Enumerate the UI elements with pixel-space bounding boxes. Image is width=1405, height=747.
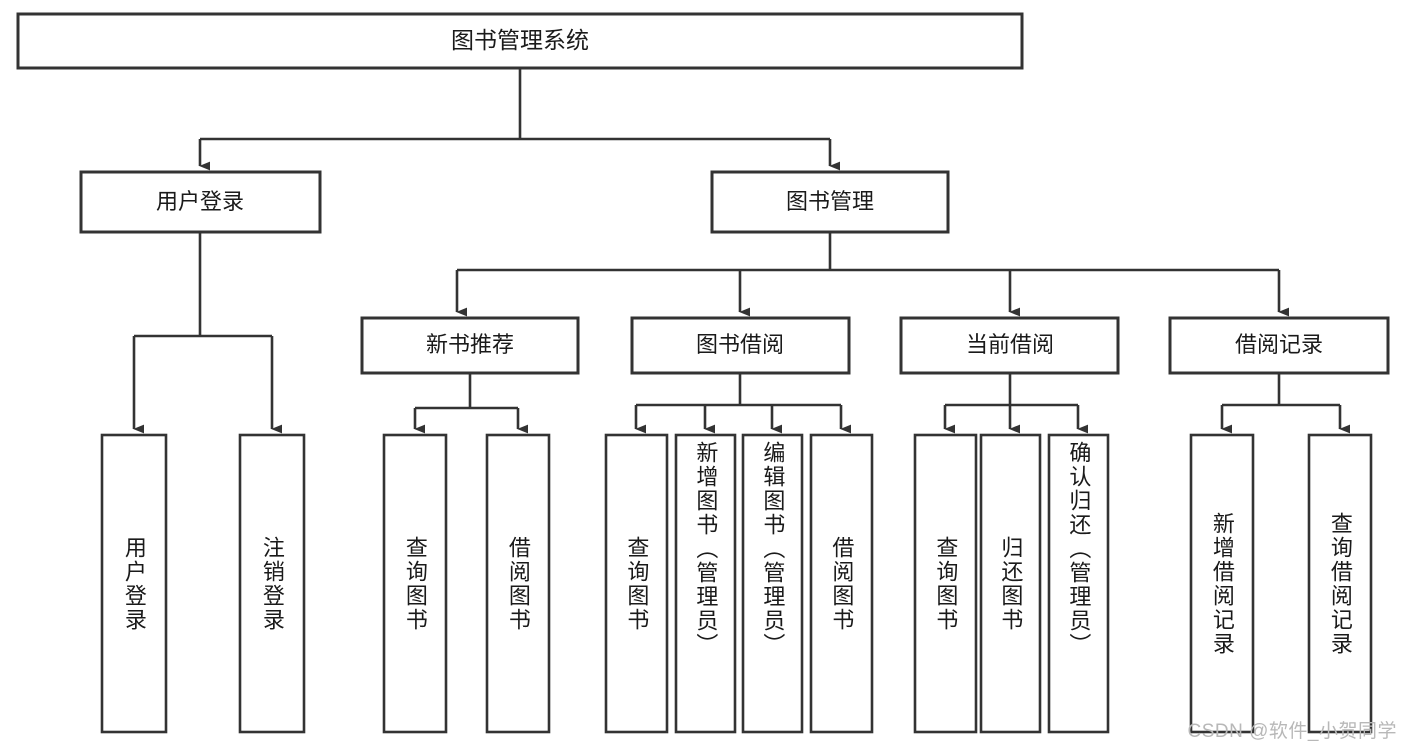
node-book-borrow-box[interactable] xyxy=(630,316,851,375)
node-current-borrow-label: 当前借阅 xyxy=(966,332,1054,357)
node-new-book-rec-label: 新书推荐 xyxy=(426,332,514,357)
node-book-borrow-label: 图书借阅 xyxy=(696,332,784,357)
node-user-login-box[interactable] xyxy=(79,170,322,234)
leaf-box-query-book-1[interactable] xyxy=(382,433,448,734)
node-user-login[interactable]: 用户登录 xyxy=(79,170,322,234)
leaf-box-add-book[interactable] xyxy=(674,433,737,734)
node-book-manage-label: 图书管理 xyxy=(786,189,874,214)
node-root-label: 图书管理系统 xyxy=(451,27,589,53)
leaf-box-borrow-book-1[interactable] xyxy=(485,433,551,734)
node-book-borrow[interactable]: 图书借阅 xyxy=(630,316,851,375)
leaf-box-query-book-3[interactable] xyxy=(913,433,978,734)
connector-group xyxy=(132,68,1351,434)
node-user-login-label: 用户登录 xyxy=(156,189,244,214)
node-root-box[interactable] xyxy=(16,12,1024,70)
leaf-box-group xyxy=(100,433,1373,734)
leaf-box-logout-login[interactable] xyxy=(238,433,306,734)
watermark-text: CSDN @软件_小贺同学 xyxy=(1187,721,1397,742)
leaf-box-query-book-2[interactable] xyxy=(604,433,669,734)
node-root[interactable]: 图书管理系统 xyxy=(16,12,1024,70)
node-current-borrow-box[interactable] xyxy=(899,316,1120,375)
node-borrow-record-label: 借阅记录 xyxy=(1235,332,1323,357)
node-book-manage[interactable]: 图书管理 xyxy=(710,170,950,234)
leaf-box-add-record[interactable] xyxy=(1189,433,1255,734)
node-new-book-rec-box[interactable] xyxy=(360,316,580,375)
leaf-box-query-record[interactable] xyxy=(1307,433,1373,734)
leaf-box-confirm-return[interactable] xyxy=(1047,433,1110,734)
node-book-manage-box[interactable] xyxy=(710,170,950,234)
leaf-box-borrow-book-2[interactable] xyxy=(809,433,874,734)
node-borrow-record[interactable]: 借阅记录 xyxy=(1168,316,1390,375)
leaf-box-user-login[interactable] xyxy=(100,433,168,734)
node-current-borrow[interactable]: 当前借阅 xyxy=(899,316,1120,375)
node-borrow-record-box[interactable] xyxy=(1168,316,1390,375)
leaf-box-return-book[interactable] xyxy=(979,433,1042,734)
leaf-box-edit-book[interactable] xyxy=(741,433,804,734)
node-new-book-rec[interactable]: 新书推荐 xyxy=(360,316,580,375)
